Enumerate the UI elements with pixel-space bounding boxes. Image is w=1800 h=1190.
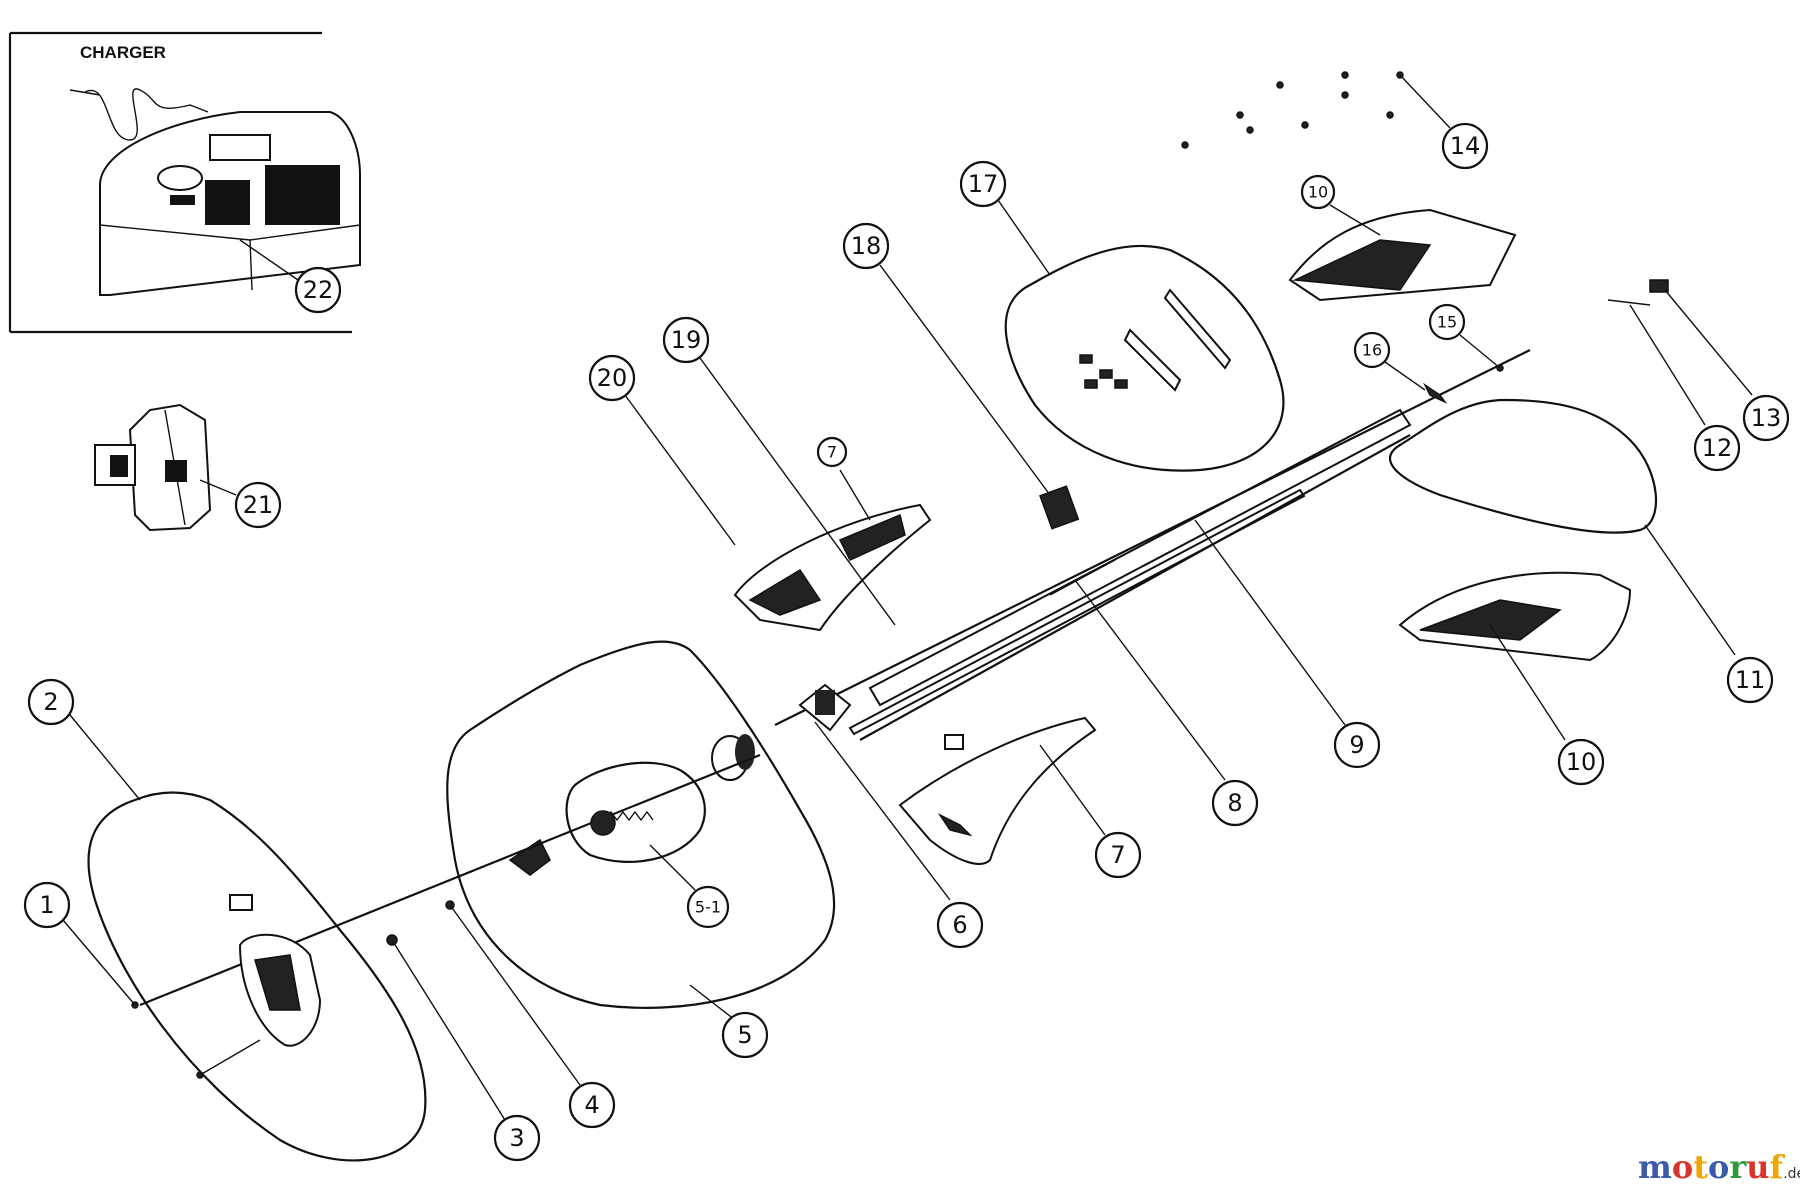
part-16 xyxy=(1423,382,1448,404)
callout-17: 17 xyxy=(959,160,1051,276)
callout-18-label: 18 xyxy=(851,232,882,260)
parts-bag-11 xyxy=(1388,398,1658,534)
callout-17-label: 17 xyxy=(968,170,999,198)
callout-8-label: 8 xyxy=(1227,789,1242,817)
callout-3: 3 xyxy=(391,939,541,1162)
parts-bag-5-1 xyxy=(565,761,706,863)
callout-6-label: 6 xyxy=(952,911,967,939)
callout-6: 6 xyxy=(814,721,984,949)
part-12 xyxy=(1607,299,1651,306)
callout-9-label: 9 xyxy=(1349,731,1364,759)
callout-14: 14 xyxy=(1399,74,1489,170)
callout-12-label: 12 xyxy=(1702,434,1733,462)
callout-7-small: 7 xyxy=(816,436,871,521)
shaft-assembly xyxy=(131,349,1531,1079)
charger-label: CHARGER xyxy=(80,43,166,62)
callout-10: 10 xyxy=(1489,624,1605,786)
watermark-letter-7: f xyxy=(1769,1148,1785,1186)
housing-part-10-upper xyxy=(1288,208,1517,302)
callout-1: 1 xyxy=(23,881,136,1006)
callout-18: 18 xyxy=(842,222,1051,496)
watermark-letter-3: t xyxy=(1693,1148,1708,1186)
battery-pack xyxy=(94,403,212,532)
callout-21-label: 21 xyxy=(243,491,274,519)
watermark-logo: motoruf.de xyxy=(1638,1148,1800,1186)
housing-part-19 xyxy=(733,503,932,632)
watermark-letter-5: r xyxy=(1729,1148,1747,1186)
callout-9: 9 xyxy=(1194,519,1381,769)
parts-bag-5 xyxy=(446,640,836,1009)
watermark-letter-1: m xyxy=(1638,1148,1672,1186)
callout-15-label: 15 xyxy=(1437,313,1457,332)
callout-10-small-label: 10 xyxy=(1308,183,1328,202)
callout-1-label: 1 xyxy=(39,891,54,919)
screws-14 xyxy=(1181,71,1404,149)
callout-16-label: 16 xyxy=(1362,341,1382,360)
callout-16: 16 xyxy=(1353,331,1426,391)
callout-4-label: 4 xyxy=(584,1091,599,1119)
callout-7: 7 xyxy=(1039,744,1142,879)
charger-vents xyxy=(170,165,340,225)
callout-7-small-label: 7 xyxy=(827,443,837,462)
charger-panel: CHARGER 22 xyxy=(8,31,361,334)
callout-4: 4 xyxy=(449,904,616,1129)
watermark-letter-2: o xyxy=(1672,1148,1693,1186)
charger-illustration xyxy=(69,88,361,296)
watermark-letter-4: o xyxy=(1708,1148,1729,1186)
callout-19: 19 xyxy=(662,316,896,626)
callout-5-1: 5-1 xyxy=(649,844,730,929)
callout-19-label: 19 xyxy=(671,326,702,354)
callout-5: 5 xyxy=(689,984,769,1059)
callout-12: 12 xyxy=(1629,304,1741,472)
part-13 xyxy=(1649,279,1669,293)
watermark-suffix: .de xyxy=(1783,1166,1800,1182)
handle-part-7 xyxy=(898,716,1097,865)
callout-3-label: 3 xyxy=(509,1124,524,1152)
callout-14-label: 14 xyxy=(1450,132,1481,160)
callout-22-label: 22 xyxy=(303,276,334,304)
callout-8: 8 xyxy=(1074,579,1259,827)
callout-5-label: 5 xyxy=(737,1021,752,1049)
callout-7-label: 7 xyxy=(1110,841,1125,869)
svg-text:motoruf.de: motoruf.de xyxy=(1638,1148,1800,1186)
callout-11: 11 xyxy=(1644,524,1774,704)
callout-2: 2 xyxy=(27,678,141,801)
parts-bag-2 xyxy=(87,791,427,1162)
screws-bag-17-contents xyxy=(1079,288,1232,392)
callout-11-label: 11 xyxy=(1735,666,1766,694)
callout-13: 13 xyxy=(1664,289,1790,442)
watermark-letter-6: u xyxy=(1746,1148,1769,1186)
callout-22: 22 xyxy=(239,239,342,314)
handle-part-10-lower xyxy=(1398,571,1632,662)
part-18 xyxy=(1039,485,1080,530)
callout-20: 20 xyxy=(588,354,736,546)
callout-20-label: 20 xyxy=(597,364,628,392)
callout-13-label: 13 xyxy=(1751,404,1782,432)
callout-10-small: 10 xyxy=(1300,174,1381,236)
callout-5-1-label: 5-1 xyxy=(695,898,721,917)
callout-21: 21 xyxy=(199,479,282,529)
callout-2-label: 2 xyxy=(43,688,58,716)
parts-bag-17 xyxy=(1004,244,1285,472)
callout-15: 15 xyxy=(1428,303,1501,369)
callout-10-label: 10 xyxy=(1566,748,1597,776)
